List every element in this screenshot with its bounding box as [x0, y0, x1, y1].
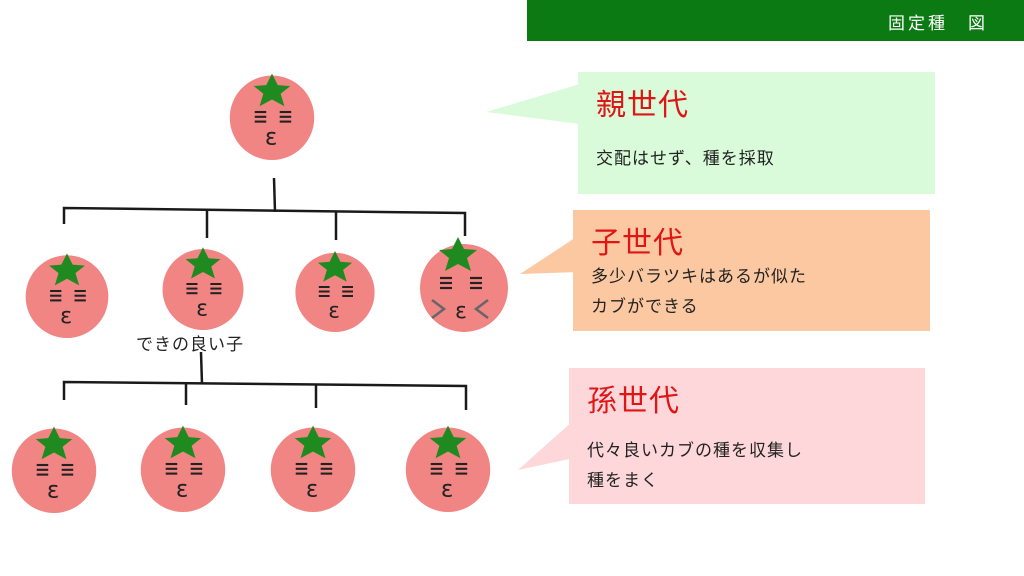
- grandchild-tomato-1-icon: [10, 425, 98, 515]
- child-generation-text-line-2: カブができる: [591, 297, 699, 317]
- child-callout-pointer: [520, 236, 578, 274]
- parent-generation-callout: 親世代 交配はせず、種を採取: [578, 72, 935, 194]
- grandchild-tomato-3-icon: [269, 424, 357, 514]
- child-tomato-1-icon: [24, 252, 110, 340]
- parent-generation-text: 交配はせず、種を採取: [596, 149, 775, 169]
- family-tree-diagram: ε ε: [10, 72, 508, 515]
- grandchild-tomato-4-icon: [404, 424, 492, 514]
- grandchild-callout-pointer: [518, 420, 574, 470]
- grandchild-tomato-2-icon: [139, 424, 227, 514]
- child-tomato-3-icon: [294, 249, 376, 334]
- child-generation-title: 子世代: [591, 226, 684, 261]
- page-title: 固定種 図: [888, 14, 988, 34]
- svg-text:ε: ε: [455, 299, 467, 324]
- good-child-label: できの良い子: [136, 335, 244, 355]
- child-tomato-2-icon: [161, 246, 245, 332]
- child-tomato-4-icon: ε: [420, 237, 508, 332]
- parent-generation-title: 親世代: [596, 88, 689, 123]
- grandchild-generation-title: 孫世代: [587, 384, 680, 419]
- header-bar: 固定種 図: [527, 0, 1024, 41]
- parent-callout-pointer: [486, 84, 580, 124]
- child-generation-callout: 子世代 多少バラツキはあるが似た カブができる: [573, 210, 930, 331]
- tree-connectors: [62, 177, 468, 410]
- child-generation-text-line-1: 多少バラツキはあるが似た: [591, 267, 807, 287]
- grandchild-generation-text-line-2: 種をまく: [587, 471, 659, 491]
- grandchild-generation-text-line-1: 代々良いカブの種を収集し: [587, 441, 803, 461]
- grandchild-generation-callout: 孫世代 代々良いカブの種を収集し 種をまく: [569, 368, 925, 504]
- parent-tomato-icon: [228, 72, 316, 160]
